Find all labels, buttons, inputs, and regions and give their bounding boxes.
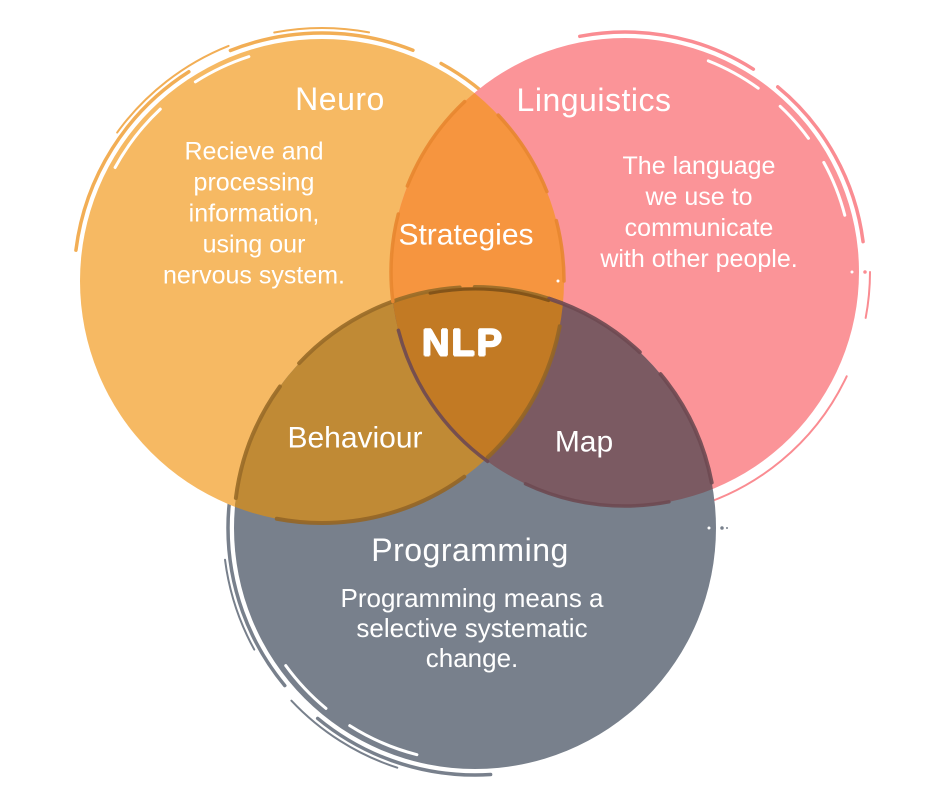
map-label: Map	[554, 425, 614, 459]
brush-arcs-inner	[84, 43, 854, 764]
linguistics-description: The language we use to communicate with …	[600, 152, 798, 273]
behaviour-overlap	[234, 287, 564, 523]
behaviour-label: Behaviour	[287, 421, 423, 455]
neuro-title: Neuro	[295, 81, 385, 118]
programming-title: Programming	[371, 532, 569, 569]
linguistics-title: Linguistics	[516, 82, 672, 119]
nlp-label: NLP	[422, 322, 504, 365]
brush-arcs-overlap	[232, 38, 718, 525]
programming-description: Programming means a selective systematic…	[340, 583, 604, 673]
strategies-label: Strategies	[398, 218, 534, 252]
neuro-description: Recieve and processing information, usin…	[162, 137, 346, 290]
map-overlap	[391, 287, 716, 506]
